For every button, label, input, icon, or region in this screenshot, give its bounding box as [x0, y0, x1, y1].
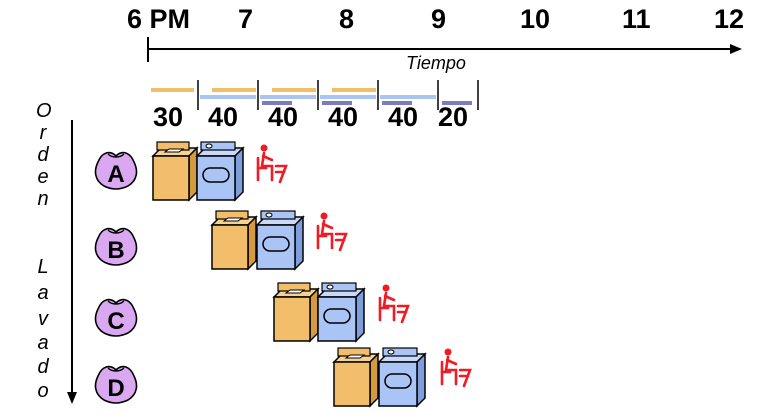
folder-icon-b — [316, 211, 348, 252]
washer-icon-b — [211, 210, 257, 270]
hour-label-11: 11 — [622, 4, 651, 34]
dryer-icon-c — [317, 282, 365, 342]
hour-label-9: 9 — [431, 4, 447, 34]
time-axis — [147, 37, 742, 62]
time-axis-label: Tiempo — [406, 53, 466, 73]
order-letter-r: r — [39, 122, 47, 144]
order-letter-l: L — [37, 256, 49, 278]
order-letter-d: d — [37, 144, 49, 166]
hour-label-7: 7 — [238, 4, 254, 34]
dryer-icon-a — [196, 141, 244, 201]
folder-icon-d — [440, 347, 472, 388]
dryer-icon-d — [378, 347, 426, 407]
order-letter-a1: a — [37, 282, 49, 304]
load-label-b: B — [107, 237, 124, 264]
hour-label-6pm: 6 PM — [127, 4, 191, 34]
hour-label-12: 12 — [714, 4, 745, 34]
dryer-icon-b — [256, 210, 304, 270]
order-letter-o: O — [36, 100, 52, 122]
order-letter-e: e — [37, 166, 49, 188]
load-d — [94, 347, 472, 407]
order-letter-o2: o — [37, 380, 49, 402]
washer-icon-c — [273, 282, 319, 342]
load-label-d: D — [107, 375, 124, 402]
order-letter-a2: a — [37, 332, 49, 354]
hour-label-8: 8 — [339, 4, 355, 34]
load-label-c: C — [107, 308, 124, 335]
order-letter-n: n — [37, 188, 49, 210]
washer-icon-a — [152, 141, 198, 201]
order-letter-v: v — [38, 308, 48, 330]
load-c — [94, 282, 410, 342]
duration-slot-2: 40 — [208, 102, 239, 132]
order-letter-d2: d — [37, 356, 49, 378]
duration-wash: 30 — [153, 102, 184, 132]
duration-slot-3: 40 — [268, 102, 299, 132]
duration-slot-5: 40 — [388, 102, 419, 132]
load-b — [94, 210, 348, 270]
duration-slot-4: 40 — [328, 102, 359, 132]
duration-fold: 20 — [438, 102, 469, 132]
order-axis — [67, 120, 77, 404]
washer-icon-d — [333, 347, 379, 407]
folder-icon-c — [378, 283, 410, 324]
load-label-a: A — [107, 161, 124, 188]
folder-icon-a — [256, 143, 288, 184]
stage-bars — [151, 80, 479, 110]
hour-label-10: 10 — [520, 4, 551, 34]
